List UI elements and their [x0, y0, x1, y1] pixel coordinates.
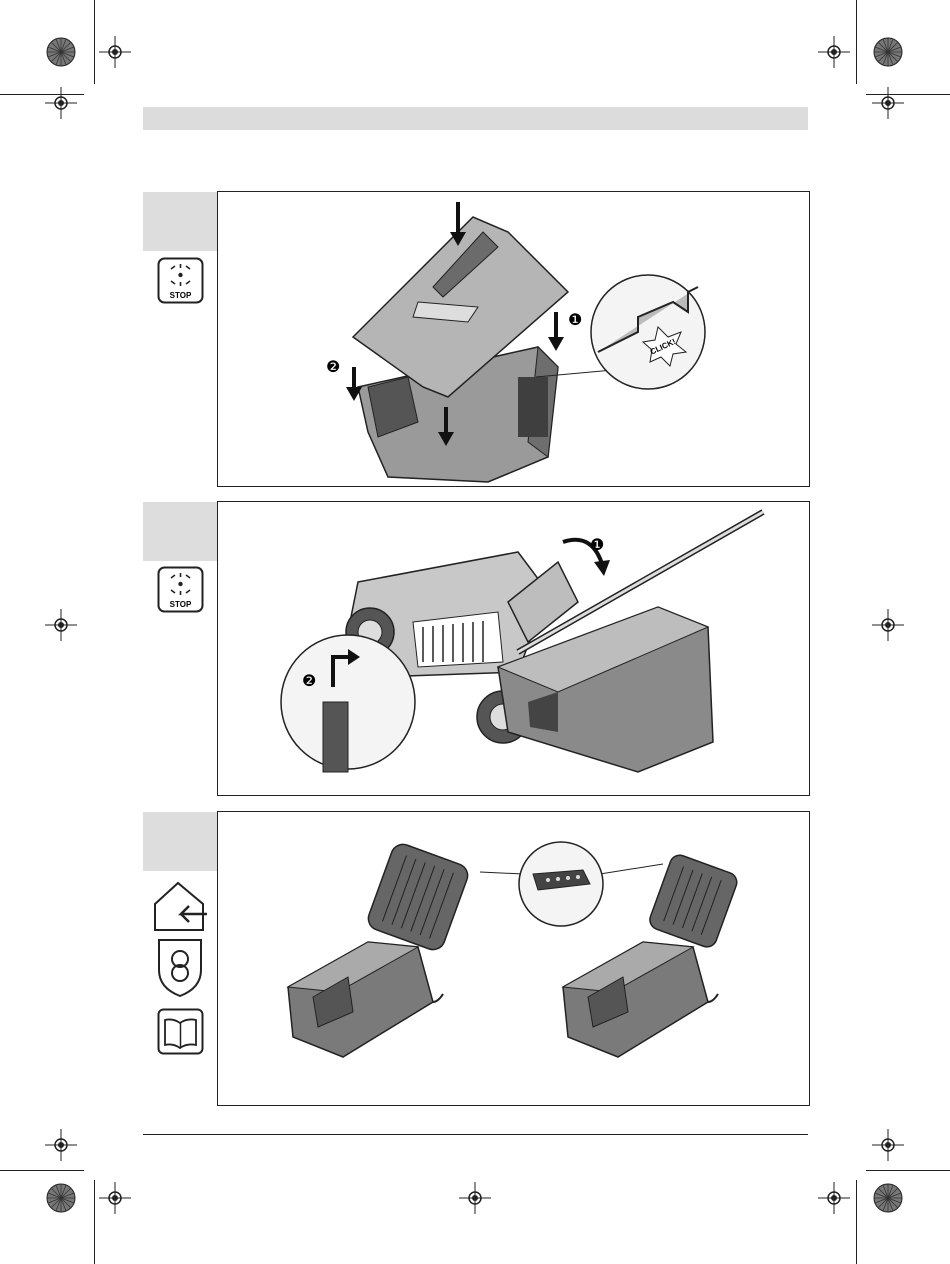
- step-3-illustration-panel: [217, 811, 810, 1106]
- callout-1: ❶: [568, 312, 582, 329]
- step-1-tab: [143, 192, 217, 251]
- grass-box-lid-illustration: ❶ ❷ CLICK!: [218, 192, 809, 486]
- stop-rotating-blades-icon: STOP: [157, 566, 204, 613]
- battery-charging-illustration: [218, 812, 809, 1105]
- stop-label: STOP: [170, 600, 192, 609]
- callout-1: ❶: [590, 537, 604, 554]
- stop-label: STOP: [170, 291, 192, 300]
- header-bar: [143, 107, 808, 130]
- battery-right: [647, 852, 739, 949]
- step-2-tab: [143, 502, 217, 561]
- battery-left: [365, 841, 471, 953]
- step-3-tab: [143, 812, 217, 871]
- read-manual-icon: [157, 1008, 204, 1055]
- safety-transformer-icon: [156, 937, 204, 999]
- step-2-illustration-panel: ❶ ❷: [217, 501, 810, 796]
- footer-rule: [143, 1134, 808, 1135]
- grass-box-attach-illustration: ❶ ❷: [218, 502, 809, 795]
- indoor-use-icon: [151, 880, 209, 932]
- callout-2: ❷: [326, 359, 340, 376]
- callout-2: ❷: [302, 673, 316, 690]
- step-1-illustration-panel: ❶ ❷ CLICK!: [217, 191, 810, 487]
- stop-rotating-blades-icon: STOP: [157, 257, 204, 304]
